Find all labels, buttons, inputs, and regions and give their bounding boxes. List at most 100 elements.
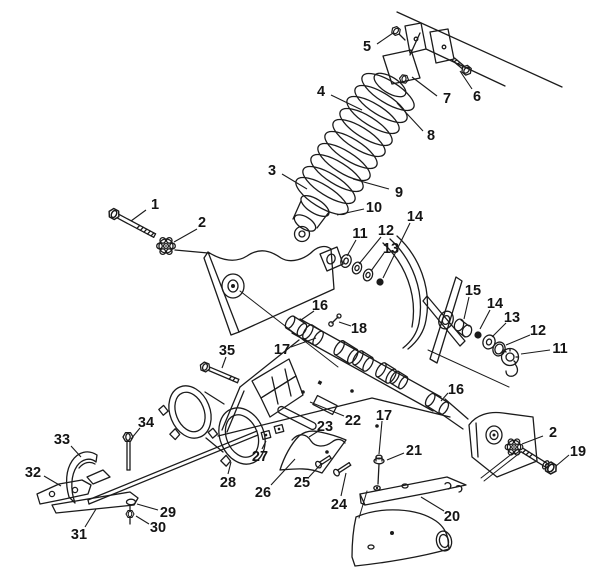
part-label-1: 1 [151, 197, 159, 213]
part-label-23: 23 [317, 419, 333, 435]
leader-line-26 [270, 458, 296, 486]
pivot-bushing [352, 350, 374, 372]
leader-line-20 [420, 496, 445, 512]
shock-body-lower [292, 194, 330, 243]
part-label-22: 22 [345, 413, 361, 429]
brake-bracket-32 [36, 469, 111, 505]
bolt-5 [389, 24, 406, 41]
grommet-left [221, 273, 245, 299]
part-label-17: 17 [376, 408, 392, 424]
swingarm-slot [277, 405, 317, 431]
part-label-31: 31 [71, 527, 87, 543]
washer-set-middle [319, 246, 384, 286]
leader-line-3 [281, 173, 308, 190]
star-nut-2-left [156, 236, 209, 256]
leader-line-12 [505, 334, 531, 346]
brake-lever-33 [65, 451, 98, 504]
spacer-set-right [453, 318, 520, 377]
leader-line-23 [308, 429, 321, 438]
leader-line-24 [340, 472, 347, 497]
leader-line-21 [386, 452, 405, 461]
grommet-right [485, 425, 503, 445]
part-label-33: 33 [54, 432, 70, 448]
part-label-18: 18 [351, 321, 367, 337]
leader-line-5 [376, 32, 394, 45]
part-label-10: 10 [366, 200, 382, 216]
leader-line-29 [136, 503, 159, 511]
part-label-14: 14 [407, 209, 423, 225]
bushing-16-left [284, 315, 308, 337]
part-label-4: 4 [317, 84, 325, 100]
leader-line-7 [411, 76, 438, 97]
part-label-6: 6 [473, 89, 481, 105]
part-label-5: 5 [363, 39, 371, 55]
leader-line-22 [309, 401, 345, 417]
part-label-2: 2 [549, 425, 557, 441]
leader-line-25 [308, 462, 323, 478]
leader-line-33 [70, 445, 82, 458]
part-label-26: 26 [255, 485, 271, 501]
bushing-17-inner [375, 362, 397, 384]
part-label-21: 21 [406, 443, 422, 459]
part-label-32: 32 [25, 465, 41, 481]
washer-29 [125, 498, 137, 511]
pivot-bushing [389, 370, 409, 390]
leader-line-17 [290, 337, 317, 348]
wire-23 [291, 434, 346, 447]
flange-bolt-21 [373, 454, 385, 485]
part-label-13: 13 [504, 310, 520, 326]
part-label-9: 9 [395, 185, 403, 201]
grease-fitting-18 [328, 313, 342, 327]
part-label-3: 3 [268, 163, 276, 179]
part-label-34: 34 [138, 415, 154, 431]
leader-line-11 [520, 349, 551, 355]
part-label-17: 17 [274, 342, 290, 358]
leader-line-18 [338, 321, 352, 327]
part-label-35: 35 [219, 343, 235, 359]
part-label-16: 16 [312, 298, 328, 314]
leader-line-13 [491, 322, 507, 338]
part-label-12: 12 [530, 323, 546, 339]
guard-plate-26 [279, 430, 347, 474]
part-label-29: 29 [160, 505, 176, 521]
bushing-17-left [302, 324, 324, 346]
leader-line-1 [130, 209, 147, 222]
part-label-15: 15 [465, 283, 481, 299]
leader-line-2 [173, 228, 198, 243]
part-label-19: 19 [570, 444, 586, 460]
leader-line-8 [396, 102, 424, 132]
bolt-35 [198, 360, 240, 384]
leader-line-27 [261, 440, 267, 450]
frame-rail [396, 11, 563, 88]
part-label-25: 25 [294, 475, 310, 491]
pedal-pad [86, 469, 111, 485]
leader-line-10 [336, 208, 365, 216]
leader-line-30 [135, 515, 150, 525]
bolt-24 [333, 462, 352, 477]
bolt-6 [451, 57, 474, 78]
spacer-15 [453, 318, 465, 332]
swingarm [217, 313, 469, 441]
leader-line-19 [555, 454, 570, 467]
pivot-bushing [333, 340, 359, 364]
leader-line-34 [130, 427, 141, 440]
part-label-11: 11 [552, 341, 567, 357]
part-label-12: 12 [378, 223, 394, 239]
leader-line-2 [521, 435, 544, 445]
part-label-11: 11 [352, 226, 367, 242]
part-label-14: 14 [487, 296, 503, 312]
right-bracket-plate [468, 411, 538, 478]
lower-guard [351, 490, 453, 567]
shock-upper-mount [382, 32, 421, 85]
swingarm-plate-hole [312, 394, 338, 416]
bolt-34 [122, 432, 134, 471]
part-label-7: 7 [443, 91, 451, 107]
part-label-8: 8 [427, 128, 435, 144]
leader-line-17 [378, 420, 383, 455]
nut-27 [260, 429, 272, 441]
bolt-19 [480, 447, 560, 482]
part-label-30: 30 [150, 520, 166, 536]
